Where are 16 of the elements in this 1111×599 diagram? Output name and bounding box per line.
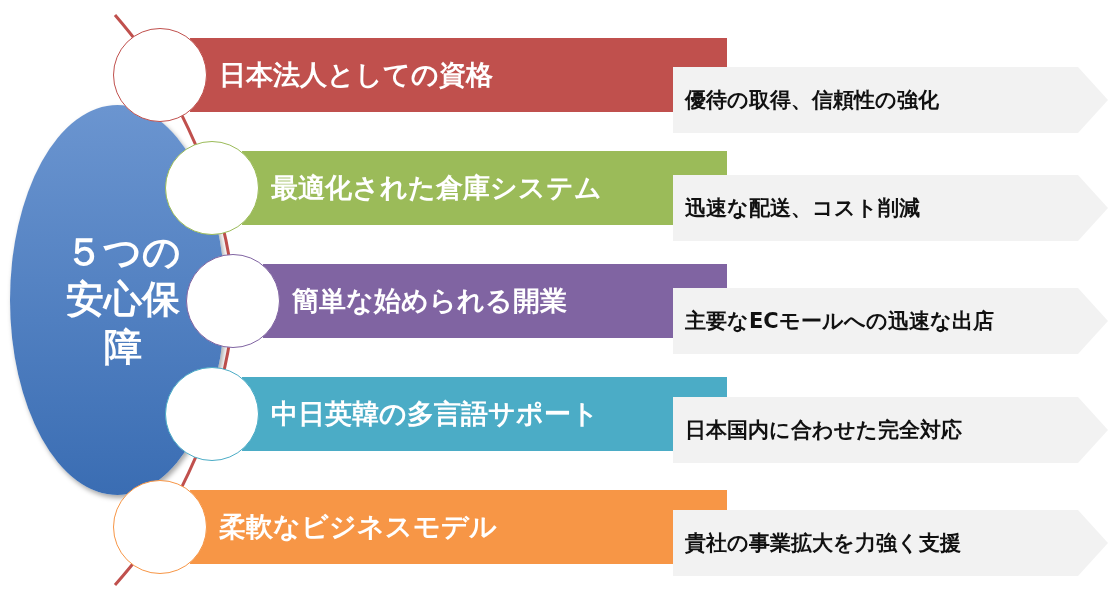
benefit-text: 迅速な配送、コスト削減	[685, 195, 920, 222]
benefit-text: 主要なECモールへの迅速な出店	[685, 308, 994, 335]
chevron-arrow	[673, 288, 1108, 354]
chevron-arrow	[673, 510, 1108, 576]
heading-text: 中日英韓の多言語サポート	[271, 397, 599, 431]
center-title: ５つの安心保障	[63, 228, 182, 371]
heading-text: 最適化された倉庫システム	[271, 171, 602, 205]
chevron-arrow	[673, 175, 1108, 241]
chevron-arrow	[673, 397, 1108, 463]
heading-text: 簡単な始められる開業	[292, 284, 567, 318]
benefit-text: 貴社の事業拡大を力強く支援	[685, 530, 961, 557]
benefit-text: 日本国内に合わせた完全対応	[685, 417, 962, 444]
benefit-text: 優待の取得、信頼性の強化	[685, 87, 939, 114]
heading-text: 柔軟なビジネスモデル	[219, 510, 497, 544]
chevron-arrow	[673, 67, 1108, 133]
heading-text: 日本法人としての資格	[219, 58, 493, 92]
